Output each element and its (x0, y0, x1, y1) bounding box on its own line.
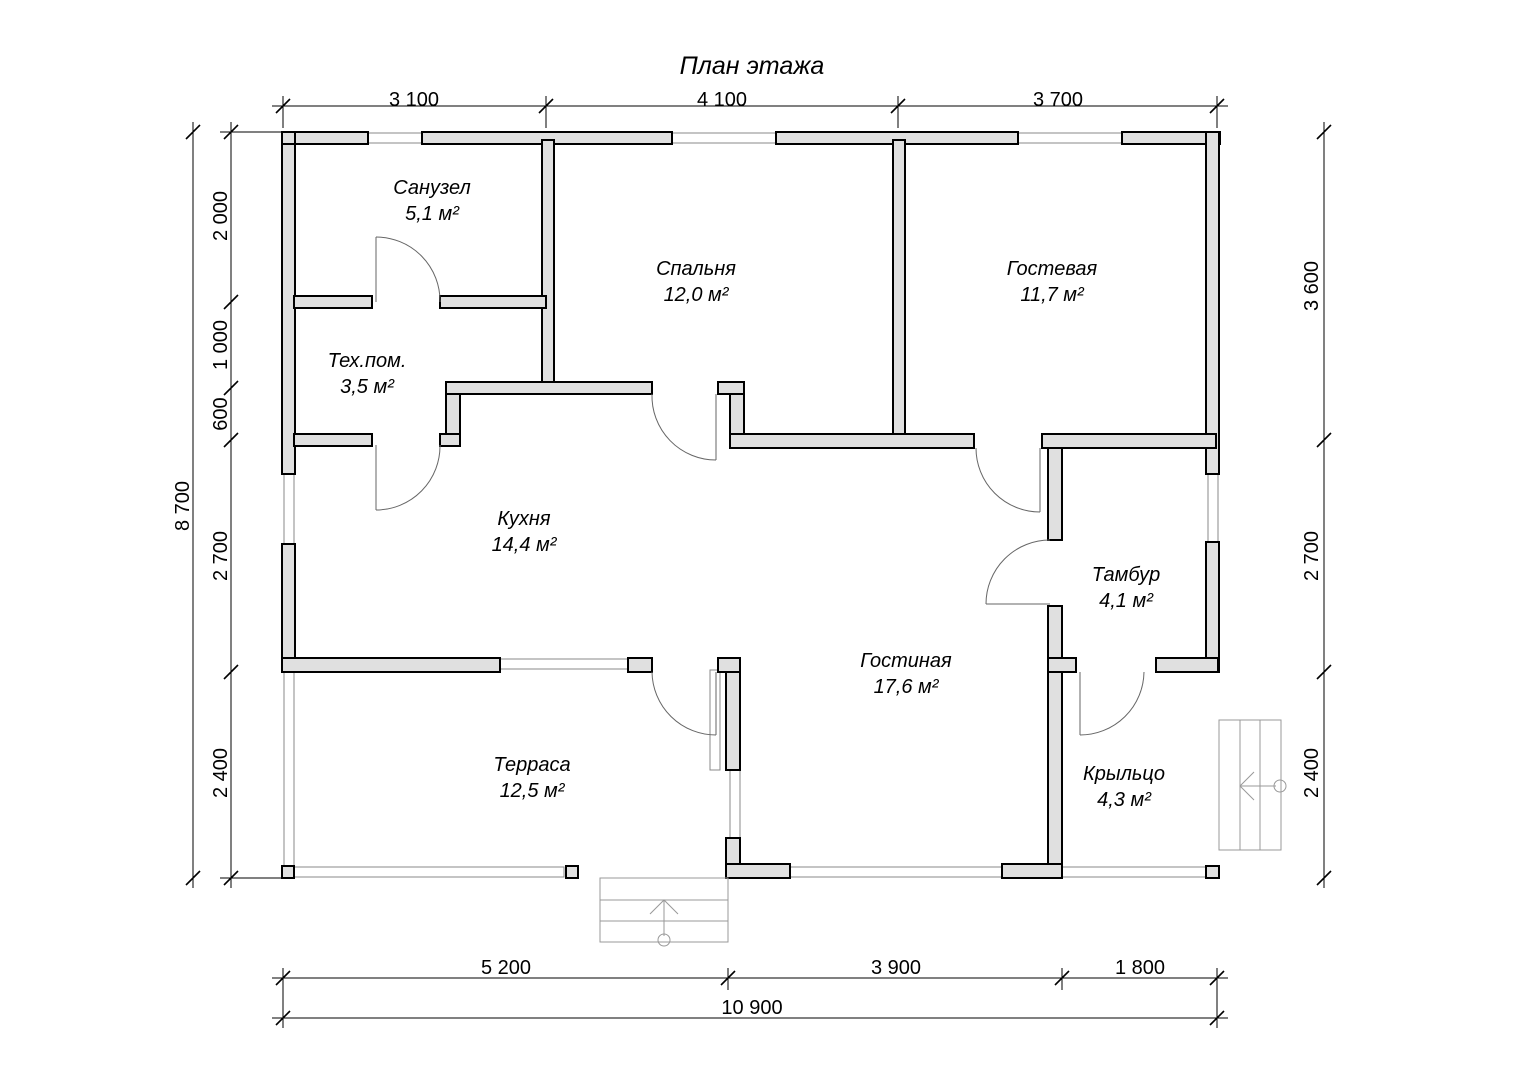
dimension-top: 3 100 4 100 3 700 (272, 89, 1228, 128)
dim-right-2: 2 700 (1301, 531, 1323, 581)
room-kuhnya: Кухня 14,4 м² (492, 508, 558, 556)
dimension-bottom-total: 10 900 (272, 997, 1228, 1026)
room-name: Тех.пом. (328, 350, 407, 372)
dim-top-1: 3 100 (389, 89, 439, 111)
dim-right-3: 2 400 (1301, 748, 1323, 798)
room-tehpom: Тех.пом. 3,5 м² (328, 350, 407, 398)
room-sanuzel: Санузел 5,1 м² (393, 177, 471, 225)
dim-left-1: 2 000 (210, 191, 232, 241)
room-gostevaya: Гостевая 11,7 м² (1007, 258, 1098, 306)
room-name: Терраса (493, 754, 570, 776)
room-area: 14,4 м² (492, 534, 558, 556)
dim-bottom-total: 10 900 (721, 997, 782, 1019)
stairs-right (1218, 719, 1287, 851)
room-area: 11,7 м² (1020, 284, 1085, 306)
room-name: Санузел (393, 177, 471, 199)
room-name: Кухня (497, 508, 551, 530)
dimension-left-total: 8 700 (172, 122, 201, 888)
dim-right-1: 3 600 (1301, 261, 1323, 311)
room-terrasa: Терраса 12,5 м² (493, 754, 570, 802)
stairs-bottom (599, 877, 729, 947)
room-spalnya: Спальня 12,0 м² (656, 258, 736, 306)
plan-title: План этажа (680, 52, 825, 80)
windows (283, 132, 1219, 878)
dimension-left-segments: 2 000 1 000 600 2 700 2 400 (210, 122, 282, 888)
room-name: Крыльцо (1083, 763, 1165, 785)
dim-bottom-3: 1 800 (1115, 957, 1165, 979)
dim-top-2: 4 100 (697, 89, 747, 111)
room-name: Спальня (656, 258, 736, 280)
room-name: Гостевая (1007, 258, 1098, 280)
room-area: 3,5 м² (340, 376, 395, 398)
room-name: Тамбур (1092, 564, 1161, 586)
dim-left-3: 600 (210, 397, 232, 430)
room-area: 12,5 м² (500, 780, 566, 802)
dim-bottom-2: 3 900 (871, 957, 921, 979)
room-tambur: Тамбур 4,1 м² (1092, 564, 1161, 612)
room-kryltso: Крыльцо 4,3 м² (1083, 763, 1165, 811)
doors (375, 236, 1145, 736)
walls (281, 131, 1221, 879)
dim-top-3: 3 700 (1033, 89, 1083, 111)
dim-left-total: 8 700 (172, 481, 194, 531)
room-name: Гостиная (860, 650, 952, 672)
dim-bottom-1: 5 200 (481, 957, 531, 979)
room-area: 4,3 м² (1097, 789, 1152, 811)
room-area: 12,0 м² (664, 284, 730, 306)
dim-left-5: 2 400 (210, 748, 232, 798)
room-gostinaya: Гостиная 17,6 м² (860, 650, 952, 698)
room-area: 4,1 м² (1099, 590, 1154, 612)
dim-left-4: 2 700 (210, 531, 232, 581)
room-area: 5,1 м² (405, 203, 460, 225)
dimension-right-segments: 3 600 2 700 2 400 (1301, 122, 1332, 888)
room-area: 17,6 м² (874, 676, 940, 698)
dim-left-2: 1 000 (210, 320, 232, 370)
